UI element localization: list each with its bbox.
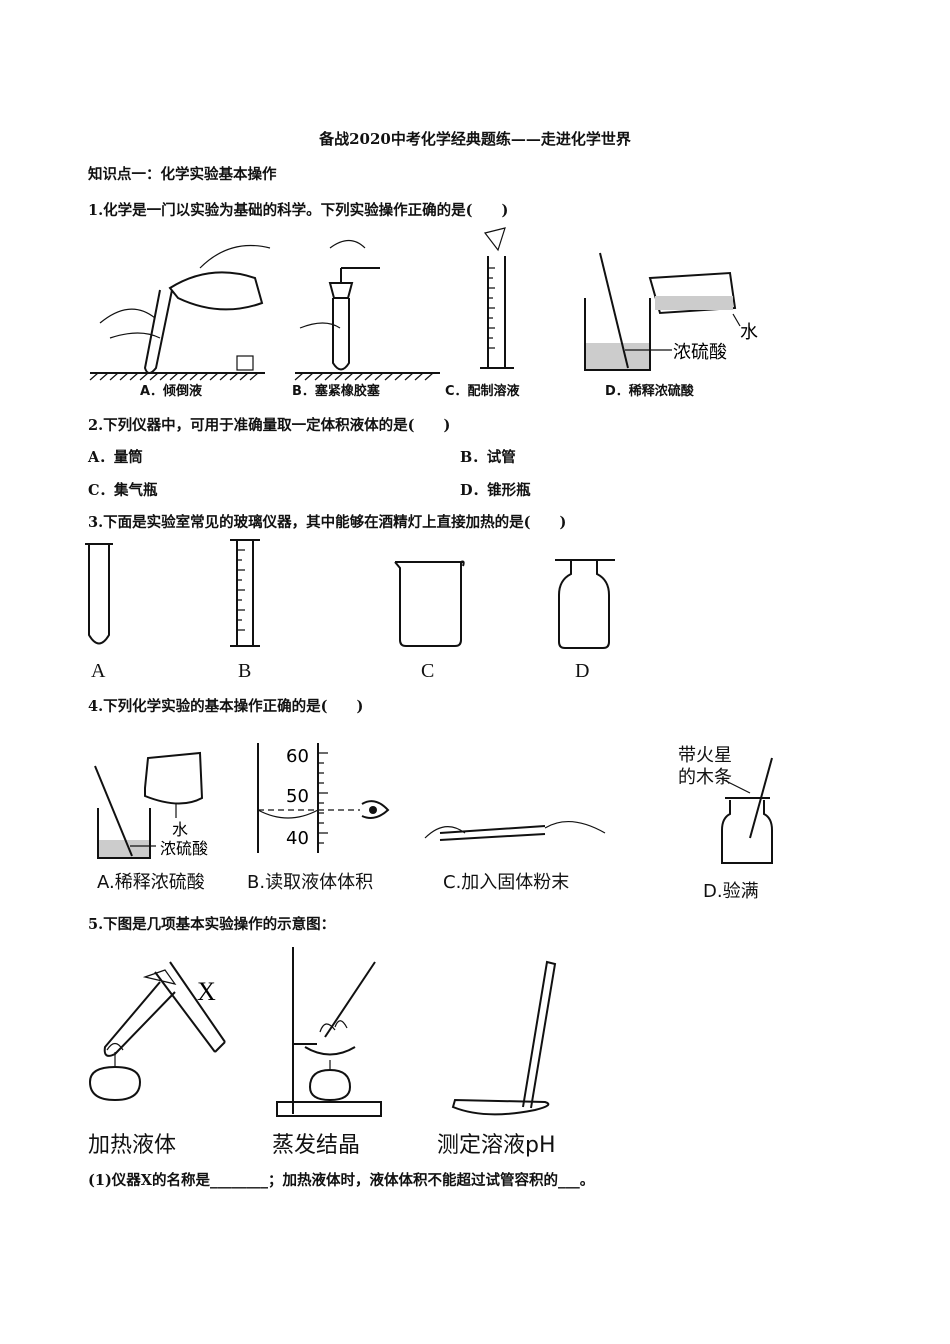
q5-figure: X (88, 947, 557, 1117)
q4-caption-a: A.稀释浓硫酸 (97, 872, 205, 893)
q2-option-a: A．量筒 (88, 449, 143, 466)
question-5: 5.下图是几项基本实验操作的示意图： (88, 916, 336, 933)
q4-scale-50: 50 (286, 786, 309, 807)
page-title: 备战2020中考化学经典题练——走进化学世界 (319, 130, 631, 148)
question-5-sub-1: (1)仪器X的名称是________；加热液体时，液体体积不能超过试管容积的__… (88, 1172, 595, 1189)
q1-caption-b: B．塞紧橡胶塞 (292, 384, 380, 399)
question-1: 1.化学是一门以实验为基础的科学。下列实验操作正确的是( ) (88, 202, 509, 219)
q3-letter-a: A (91, 660, 106, 682)
q3-letter-d: D (575, 660, 590, 682)
q3-figure (85, 539, 615, 649)
q4-acid-label: 浓硫酸 (160, 839, 208, 858)
q5-x-label: X (197, 977, 216, 1006)
q1-caption-a: A．倾倒液 (140, 384, 203, 399)
q4-figure: 水 浓硫酸 60 50 40 (94, 743, 773, 864)
question-2: 2.下列仪器中，可用于准确量取一定体积液体的是( ) (88, 417, 451, 434)
question-3: 3.下面是实验室常见的玻璃仪器，其中能够在酒精灯上直接加热的是( ) (88, 514, 567, 531)
section-heading: 知识点一：化学实验基本操作 (88, 166, 277, 183)
q4-water-label: 水 (172, 820, 188, 839)
q1-caption-d: D．稀释浓硫酸 (605, 384, 694, 399)
q3-letter-c: C (421, 660, 435, 682)
q4-scale-60: 60 (286, 746, 309, 767)
q4-label-splint-1: 带火星 (678, 745, 732, 766)
q2-option-d: D．锥形瓶 (460, 482, 531, 499)
q5-caption-evap: 蒸发结晶 (272, 1133, 361, 1158)
q1-caption-c: C．配制溶液 (445, 384, 520, 399)
question-4: 4.下列化学实验的基本操作正确的是( ) (88, 698, 364, 715)
q4-caption-c: C.加入固体粉末 (443, 872, 570, 893)
q2-option-b: B．试管 (460, 449, 516, 466)
q1-figure: 水 浓硫酸 (89, 227, 758, 381)
q4-caption-d: D.验满 (703, 881, 759, 902)
q5-caption-heat: 加热液体 (88, 1133, 177, 1158)
q1-water-label: 水 (740, 322, 758, 343)
q4-caption-b: B.读取液体体积 (247, 872, 374, 893)
q4-scale-40: 40 (286, 828, 309, 849)
q5-caption-ph: 测定溶液pH (437, 1133, 556, 1158)
q4-label-splint-2: 的木条 (678, 767, 732, 788)
q2-option-c: C．集气瓶 (88, 482, 158, 499)
q1-acid-label: 浓硫酸 (673, 342, 727, 363)
q3-letter-b: B (238, 660, 252, 682)
